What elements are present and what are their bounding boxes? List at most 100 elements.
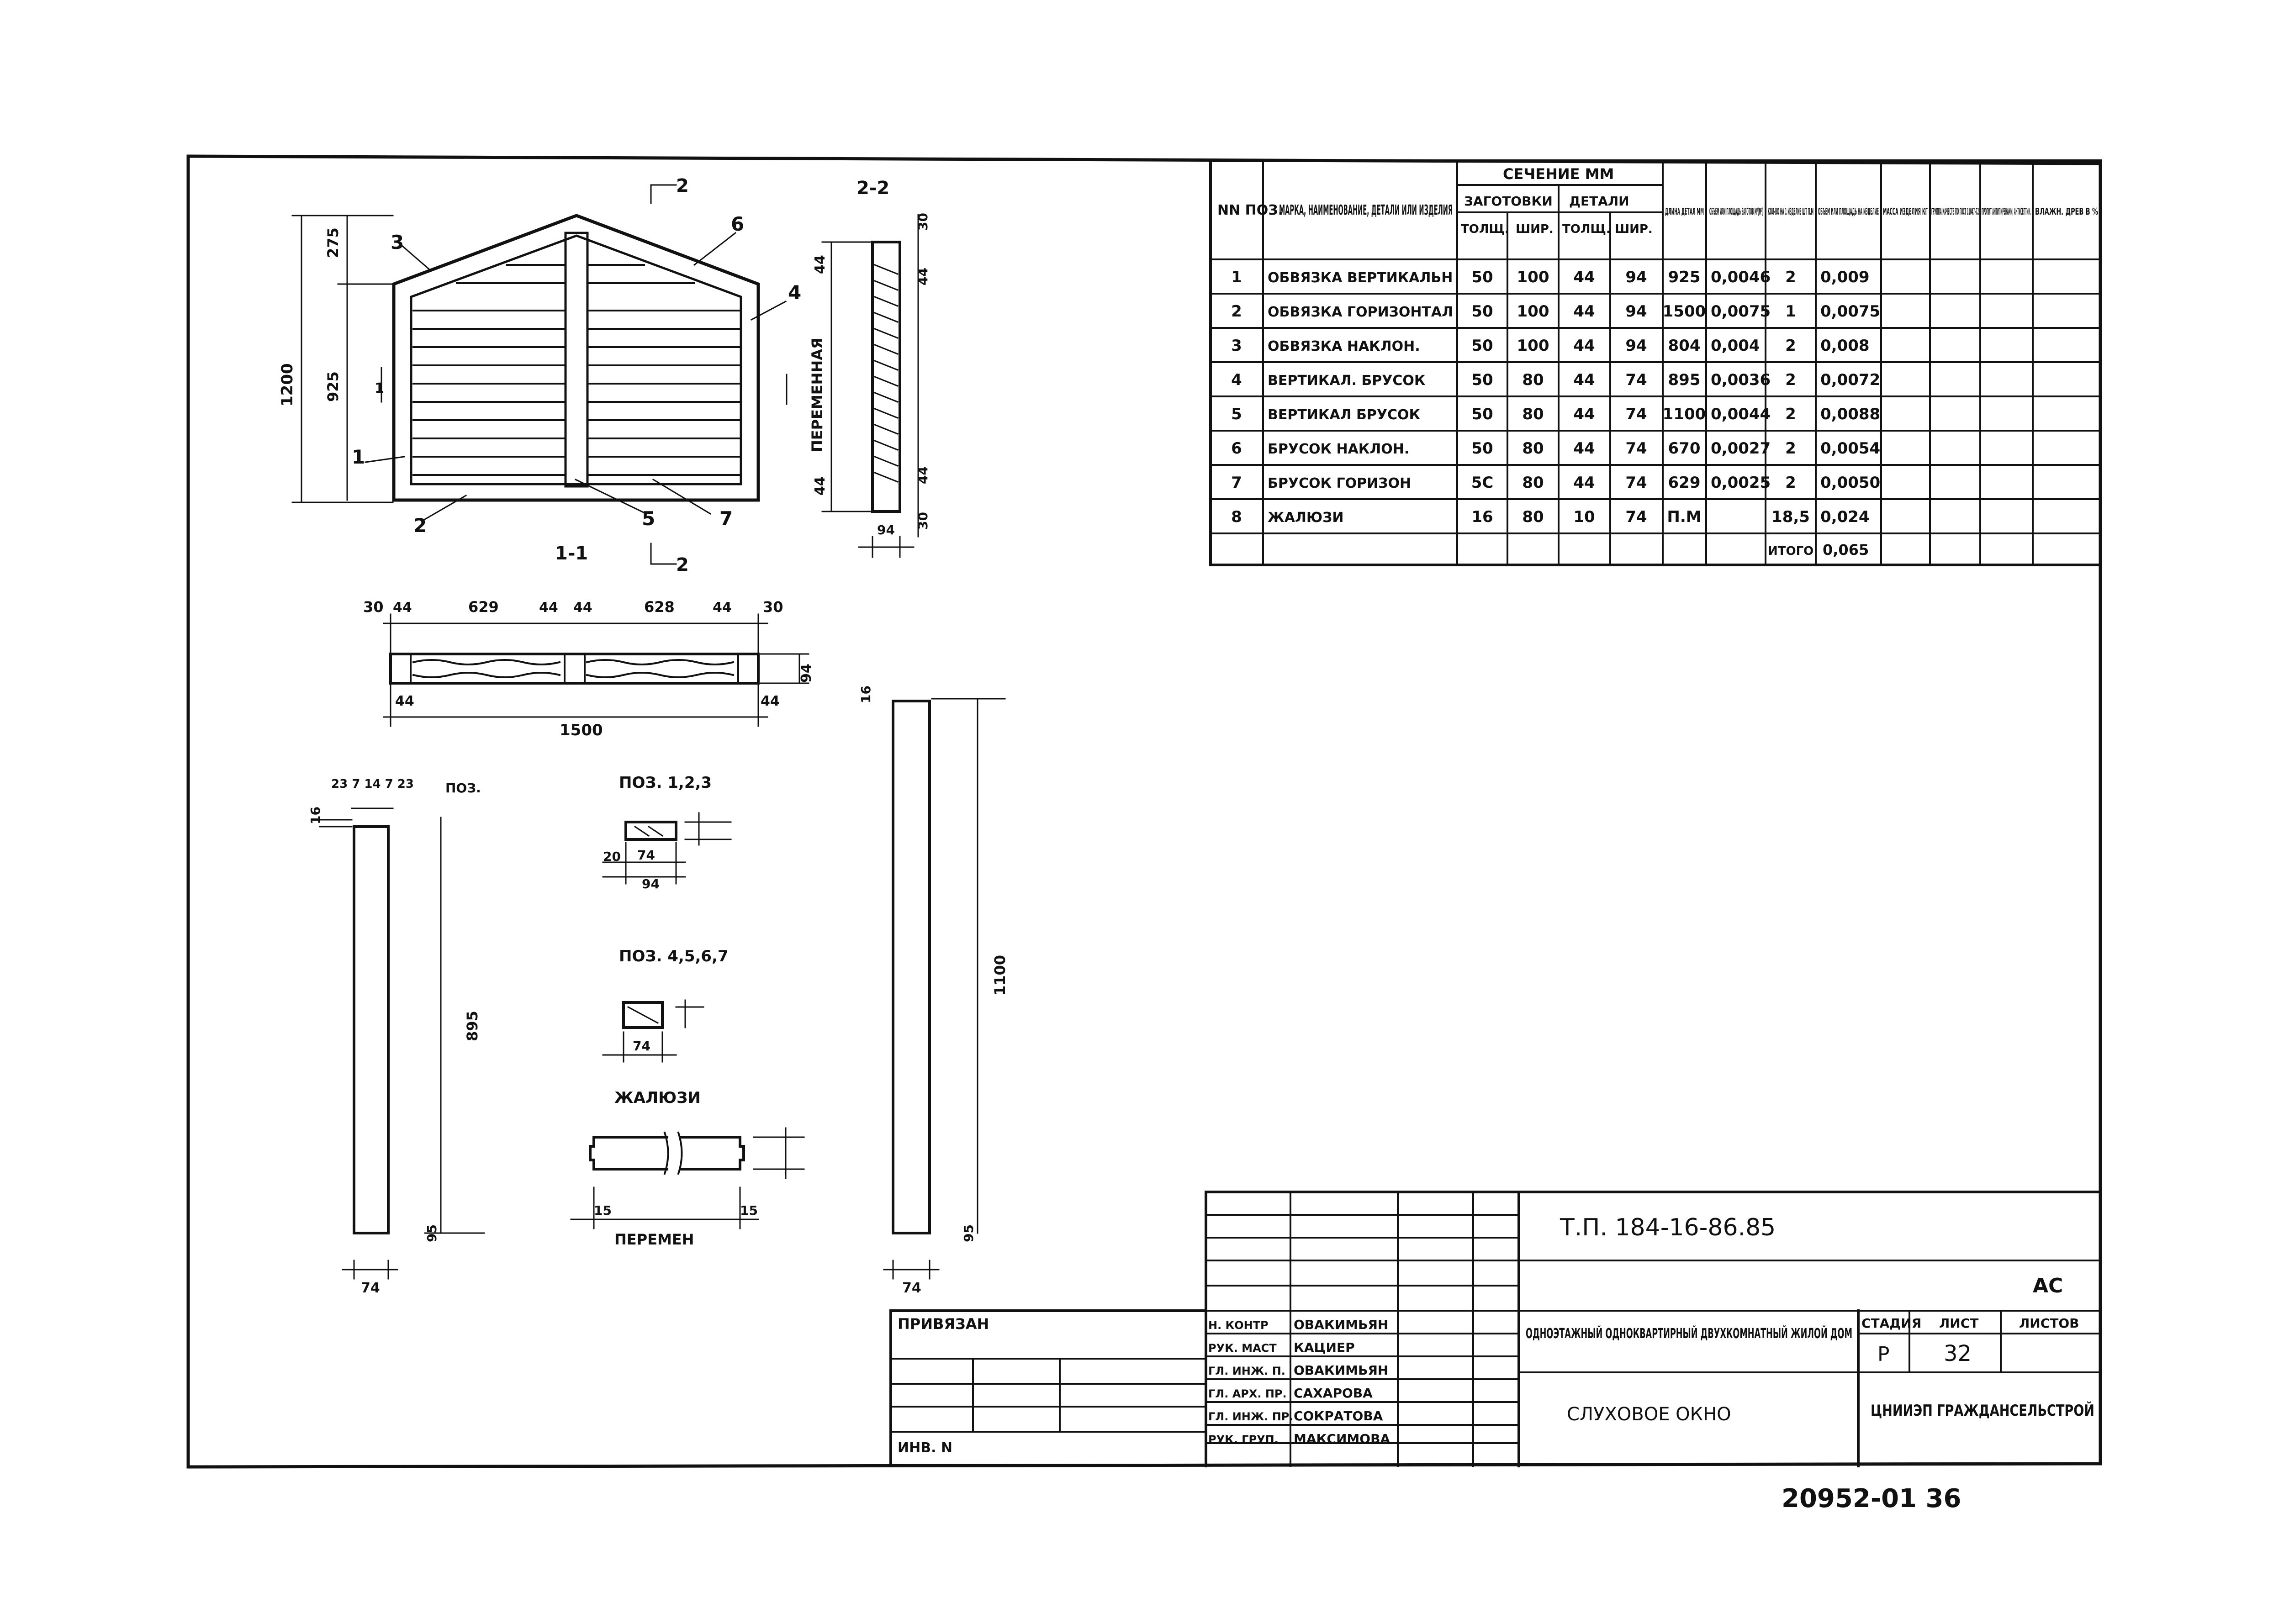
privyazan-label: ПРИВЯЗАН <box>898 1315 989 1333</box>
cell-thick-blank: 50 <box>1471 337 1493 355</box>
cell-thick-blank: 50 <box>1471 439 1493 458</box>
cell-length: 804 <box>1668 337 1701 355</box>
th-width-2: ШИР. <box>1615 222 1653 236</box>
cell-width-detail: 74 <box>1625 405 1647 423</box>
cut-mark-bottom: 2 <box>676 554 689 575</box>
callout-4: 4 <box>788 281 801 304</box>
section-1-1-label: 1-1 <box>555 543 588 564</box>
detail-pos-1-2-3 <box>602 812 732 885</box>
cell-length: П.М <box>1667 508 1701 526</box>
staff-name: СОКРАТОВА <box>1294 1408 1383 1424</box>
cell-width-detail: 74 <box>1625 371 1647 389</box>
cell-qty: 2 <box>1785 337 1796 355</box>
cell-thick-detail: 44 <box>1573 371 1595 389</box>
dim-2-2-d: 44 <box>915 268 931 285</box>
cell-width-detail: 94 <box>1625 302 1647 321</box>
section-2-2-label: 2-2 <box>856 178 889 199</box>
cell-vol-blank: 0,0075 <box>1711 302 1771 321</box>
staff-role: ГЛ. ИНЖ. ПР. <box>1208 1410 1294 1423</box>
cell-qty: 2 <box>1785 268 1796 286</box>
staff-name: САХАРОВА <box>1294 1386 1373 1401</box>
cut-mark-top: 2 <box>676 175 689 196</box>
cell-vol-item: 0,0072 <box>1820 371 1880 389</box>
th-detail: ДЕТАЛИ <box>1569 194 1629 209</box>
dim-1-1-1500: 1500 <box>560 721 603 739</box>
cell-qty: 18,5 <box>1771 508 1810 526</box>
dim-zhal-15-left: 15 <box>594 1203 612 1218</box>
dim-2-2-a: 30 <box>915 213 931 231</box>
cell-width-detail: 74 <box>1625 439 1647 458</box>
dim-275: 275 <box>324 227 342 258</box>
cell-width-blank: 80 <box>1522 405 1544 423</box>
th-thick-2: ТОЛЩ. <box>1562 222 1611 236</box>
cell-qty: 2 <box>1785 371 1796 389</box>
cell-thick-blank: 50 <box>1471 405 1493 423</box>
dim-right-bar-16: 16 <box>858 685 873 703</box>
th-group: ГРУППА КАЧЕСТВ ПО ГОСТ 11047-72 <box>1931 206 1979 217</box>
cell-vol-blank: 0,0027 <box>1711 439 1771 458</box>
sheet-value: 32 <box>1944 1341 1972 1366</box>
section-1-1 <box>383 613 809 727</box>
title-block-grid <box>889 1191 2102 1467</box>
label-pos: ПОЗ. <box>445 780 481 796</box>
dim-zhal-15-right: 15 <box>740 1203 758 1218</box>
cell-qty: 2 <box>1785 439 1796 458</box>
cell-pos: 5 <box>1231 405 1242 423</box>
callout-1: 1 <box>352 446 365 468</box>
cell-thick-blank: 50 <box>1471 302 1493 321</box>
total-label: ИТОГО <box>1768 544 1813 558</box>
staff-role: РУК. ГРУП. <box>1208 1433 1279 1446</box>
dim-right-bar-1100: 1100 <box>991 955 1009 996</box>
cell-thick-blank: 50 <box>1471 268 1493 286</box>
stage-label: СТАДИЯ <box>1861 1316 1921 1331</box>
dim-right-bar-74: 74 <box>902 1280 921 1296</box>
cell-name: ВЕРТИКАЛ. БРУСОК <box>1268 373 1426 389</box>
cell-thick-detail: 44 <box>1573 268 1595 286</box>
cell-name: ОБВЯЗКА НАКЛОН. <box>1268 338 1420 354</box>
cell-length: 1100 <box>1663 405 1706 423</box>
cell-vol-item: 0,024 <box>1820 508 1870 526</box>
cell-width-blank: 80 <box>1522 508 1544 526</box>
th-mass: МАССА ИЗДЕЛИЯ КГ <box>1883 206 1928 217</box>
cell-thick-detail: 44 <box>1573 474 1595 492</box>
th-thick-1: ТОЛЩ. <box>1461 222 1509 236</box>
title-block: Т.П. 184-16-86.85 АС ОДНОЭТАЖНЫЙ ОДНОКВА… <box>898 1214 2094 1456</box>
callout-7: 7 <box>719 507 733 530</box>
cell-thick-detail: 44 <box>1573 337 1595 355</box>
cell-width-blank: 100 <box>1517 268 1549 286</box>
sheets-label: ЛИСТОВ <box>2019 1316 2079 1331</box>
cell-width-detail: 74 <box>1625 474 1647 492</box>
dim-left-bar-top: 23 7 14 7 23 <box>331 777 414 791</box>
total-value: 0,065 <box>1823 541 1869 559</box>
sheet-title: СЛУХОВОЕ ОКНО <box>1567 1404 1731 1425</box>
staff-name: МАКСИМОВА <box>1294 1431 1390 1446</box>
staff-role: РУК. МАСТ <box>1208 1342 1277 1355</box>
cell-length: 629 <box>1668 474 1701 492</box>
dim-left-bar-74: 74 <box>361 1280 380 1296</box>
cell-length: 895 <box>1668 371 1701 389</box>
cell-vol-blank: 0,0044 <box>1711 405 1771 423</box>
dim-1200: 1200 <box>278 363 296 406</box>
dim-1-1-30-left: 30 <box>363 598 384 616</box>
front-elevation <box>291 184 787 565</box>
cell-thick-detail: 44 <box>1573 302 1595 321</box>
project-title: ОДНОЭТАЖНЫЙ ОДНОКВАРТИРНЫЙ ДВУХКОМНАТНЫЙ… <box>1526 1325 1852 1342</box>
cell-vol-item: 0,0088 <box>1820 405 1880 423</box>
detail-pos-4-5-6-7 <box>602 999 704 1063</box>
cell-thick-blank: 50 <box>1471 371 1493 389</box>
sheet-frame <box>186 154 2102 1469</box>
stage-value: Р <box>1877 1343 1890 1366</box>
th-moist: ВЛАЖН. ДРЕВ В % <box>2035 206 2098 217</box>
staff-role: Н. КОНТР <box>1208 1319 1269 1332</box>
dim-left-bar-16: 16 <box>308 807 323 824</box>
cell-width-detail: 94 <box>1625 268 1647 286</box>
cell-vol-blank: 0,004 <box>1711 337 1760 355</box>
cell-qty: 2 <box>1785 474 1796 492</box>
spec-table: NN ПОЗ. МАРКА, НАИМЕНОВАНИЕ, ДЕТАЛИ ИЛИ … <box>1217 165 2098 236</box>
cell-name: ВЕРТИКАЛ БРУСОК <box>1268 407 1421 423</box>
th-vol-item: ОБЪЕМ ИЛИ ПЛОЩАДЬ НА ИЗДЕЛИЕ <box>1818 206 1879 217</box>
dim-1-1-44-bottom-right: 44 <box>761 693 780 709</box>
